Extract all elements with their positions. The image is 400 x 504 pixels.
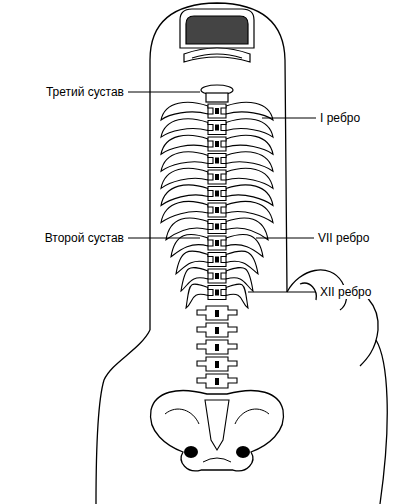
callout-label: I ребро (318, 111, 362, 125)
vertebra (208, 220, 226, 234)
spinal-canal (215, 141, 219, 147)
callout-label: Второй сустав (43, 231, 126, 245)
spinal-canal (215, 257, 219, 263)
rib (186, 284, 208, 308)
leader-line (262, 118, 316, 119)
rib (161, 102, 208, 120)
callout-label: XII ребро (318, 285, 373, 299)
obturator-foramen (236, 446, 250, 458)
spinal-canal (215, 158, 219, 164)
leader-line (256, 238, 314, 239)
hand-outline (96, 3, 387, 504)
vertebra (208, 104, 226, 118)
pelvis-contour (235, 409, 269, 424)
palm-right-outline (376, 340, 387, 504)
spinal-canal (215, 108, 219, 114)
callout-label: VII ребро (316, 231, 371, 245)
rib (161, 119, 208, 137)
spinal-canal (215, 207, 219, 213)
leader-line (128, 238, 200, 239)
spinal-canal (215, 125, 219, 131)
leader-line (128, 92, 200, 93)
lumbar-vertebra (197, 306, 237, 320)
vertebra (208, 203, 226, 217)
rib (226, 102, 273, 120)
spinal-canal (215, 240, 219, 246)
spinal-canal (215, 361, 219, 368)
leader-lines (128, 92, 316, 292)
spinal-canal (215, 344, 219, 351)
spinal-canal (215, 224, 219, 230)
vertebra (208, 286, 226, 300)
finger-outline (150, 3, 287, 330)
lumbar-vertebra (197, 357, 237, 371)
rib (226, 135, 273, 154)
obturator-foramen (184, 446, 198, 458)
pelvis-contour (165, 409, 199, 424)
lumbar-vertebra (197, 340, 237, 354)
rib (161, 135, 208, 154)
palm-left-outline (96, 330, 150, 504)
callout-label: Третий сустав (44, 85, 126, 99)
vertebra (208, 170, 226, 184)
spinal-canal (215, 174, 219, 180)
spinal-canal (215, 191, 219, 197)
rib (226, 119, 273, 137)
vertebra (208, 121, 226, 135)
vertebra (208, 137, 226, 151)
leader-line (248, 292, 316, 293)
curled-finger (342, 289, 378, 366)
spinal-canal (215, 290, 219, 296)
pubic-arch (203, 458, 231, 462)
spinal-canal (215, 310, 219, 317)
spinal-canal (215, 273, 219, 279)
pelvis (150, 391, 283, 471)
vertebra (208, 154, 226, 168)
vertebra (206, 93, 228, 102)
rib (226, 284, 248, 308)
spinal-canal (215, 378, 219, 385)
vertebra (208, 236, 226, 250)
fingernail (180, 9, 254, 62)
sacrum (205, 400, 229, 450)
lumbar-vertebra (197, 374, 237, 388)
vertebra (208, 269, 226, 283)
lumbar-vertebra (197, 323, 237, 337)
vertebra (208, 187, 226, 201)
spine (150, 85, 283, 471)
vertebra (208, 253, 226, 267)
spinal-canal (215, 327, 219, 334)
